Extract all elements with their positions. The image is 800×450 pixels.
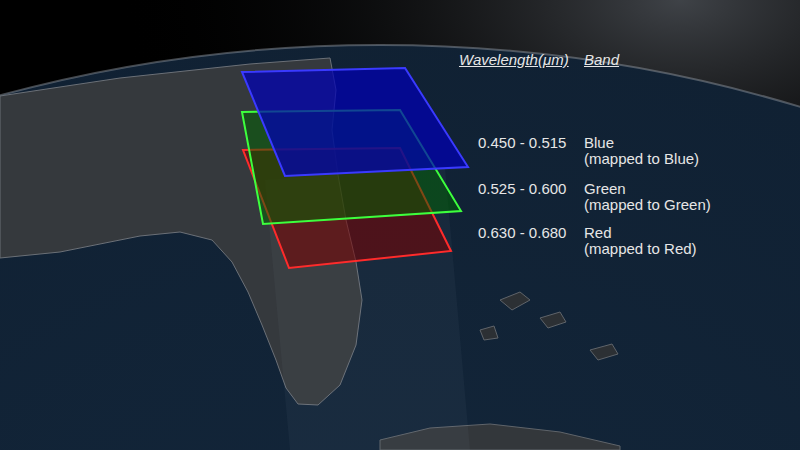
band-name: Green <box>584 180 626 197</box>
earth-ocean <box>0 45 800 450</box>
column-header: Wavelength(μm) <box>459 51 569 68</box>
blue-band-plane <box>242 68 468 176</box>
mapping-note: (mapped to Red) <box>584 240 697 257</box>
horizon-line <box>0 45 800 450</box>
column-header: Band <box>584 51 619 68</box>
island <box>480 292 618 360</box>
band-name: Red <box>584 224 612 241</box>
mapping-note: (mapped to Blue) <box>584 150 699 167</box>
mapping-note: (mapped to Green) <box>584 196 711 213</box>
wavelength-range: 0.630 - 0.680 <box>478 224 566 241</box>
band-name: Blue <box>584 134 614 151</box>
wavelength-range: 0.450 - 0.515 <box>478 134 566 151</box>
wavelength-range: 0.525 - 0.600 <box>478 180 566 197</box>
